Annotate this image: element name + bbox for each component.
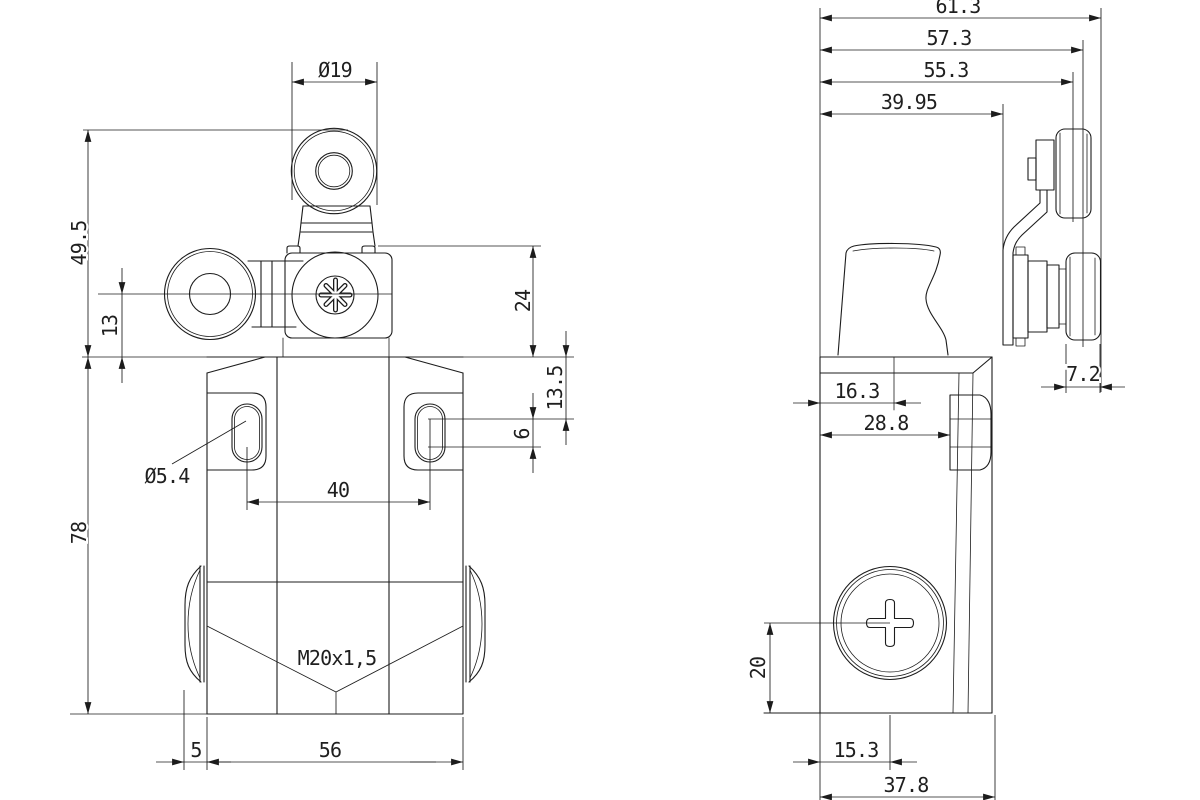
side-dimensions: 61.3 57.3 55.3 39.95 7.2 16.3 28.8 bbox=[744, 0, 1125, 800]
dim-slot-center-top: 13.5 bbox=[543, 366, 567, 411]
switch-body-front bbox=[184, 356, 486, 715]
dim-slot-width: Ø5.4 bbox=[145, 464, 191, 488]
dim-lower-roller-center-depth: 57.3 bbox=[927, 26, 972, 50]
dim-head-front-depth: 16.3 bbox=[835, 379, 880, 403]
dim-roller-height: 49.5 bbox=[67, 221, 91, 266]
dim-lug-face-depth: 28.8 bbox=[864, 411, 909, 435]
front-view: Ø19 49.5 13 24 13.5 bbox=[65, 56, 574, 770]
dim-lever-offset: 13 bbox=[98, 315, 122, 337]
dim-screw-center-offset: 15.3 bbox=[834, 738, 879, 762]
dim-lever-plate-depth: 39.95 bbox=[881, 90, 937, 114]
dim-screw-center-height: 20 bbox=[746, 657, 770, 679]
dim-body-depth: 37.8 bbox=[884, 773, 929, 797]
dim-slot-spacing: 40 bbox=[327, 478, 349, 502]
adjustment-star-icon bbox=[318, 277, 353, 313]
roller-lever-front bbox=[98, 127, 393, 358]
roller-lever-side bbox=[1002, 128, 1102, 347]
dim-depth-overall: 61.3 bbox=[936, 0, 981, 18]
dim-roller-width: 7.2 bbox=[1066, 362, 1100, 386]
dim-roller-diameter: Ø19 bbox=[318, 58, 352, 82]
dim-body-width: 56 bbox=[319, 738, 341, 762]
switch-body-side bbox=[763, 242, 993, 714]
dim-slot-length: 6 bbox=[510, 428, 534, 439]
mounting-lug-side bbox=[949, 394, 992, 471]
cable-gland-left bbox=[184, 565, 205, 683]
cable-gland-right bbox=[465, 565, 486, 683]
dim-head-height: 24 bbox=[511, 289, 535, 312]
side-view: 61.3 57.3 55.3 39.95 7.2 16.3 28.8 bbox=[744, 0, 1125, 800]
dim-body-height: 78 bbox=[67, 522, 91, 544]
dim-upper-roller-center-depth: 55.3 bbox=[924, 58, 969, 82]
dim-gland-thread: M20x1,5 bbox=[298, 646, 377, 670]
front-dimensions: Ø19 49.5 13 24 13.5 bbox=[65, 56, 574, 770]
dim-gland-protrusion: 5 bbox=[190, 738, 201, 762]
